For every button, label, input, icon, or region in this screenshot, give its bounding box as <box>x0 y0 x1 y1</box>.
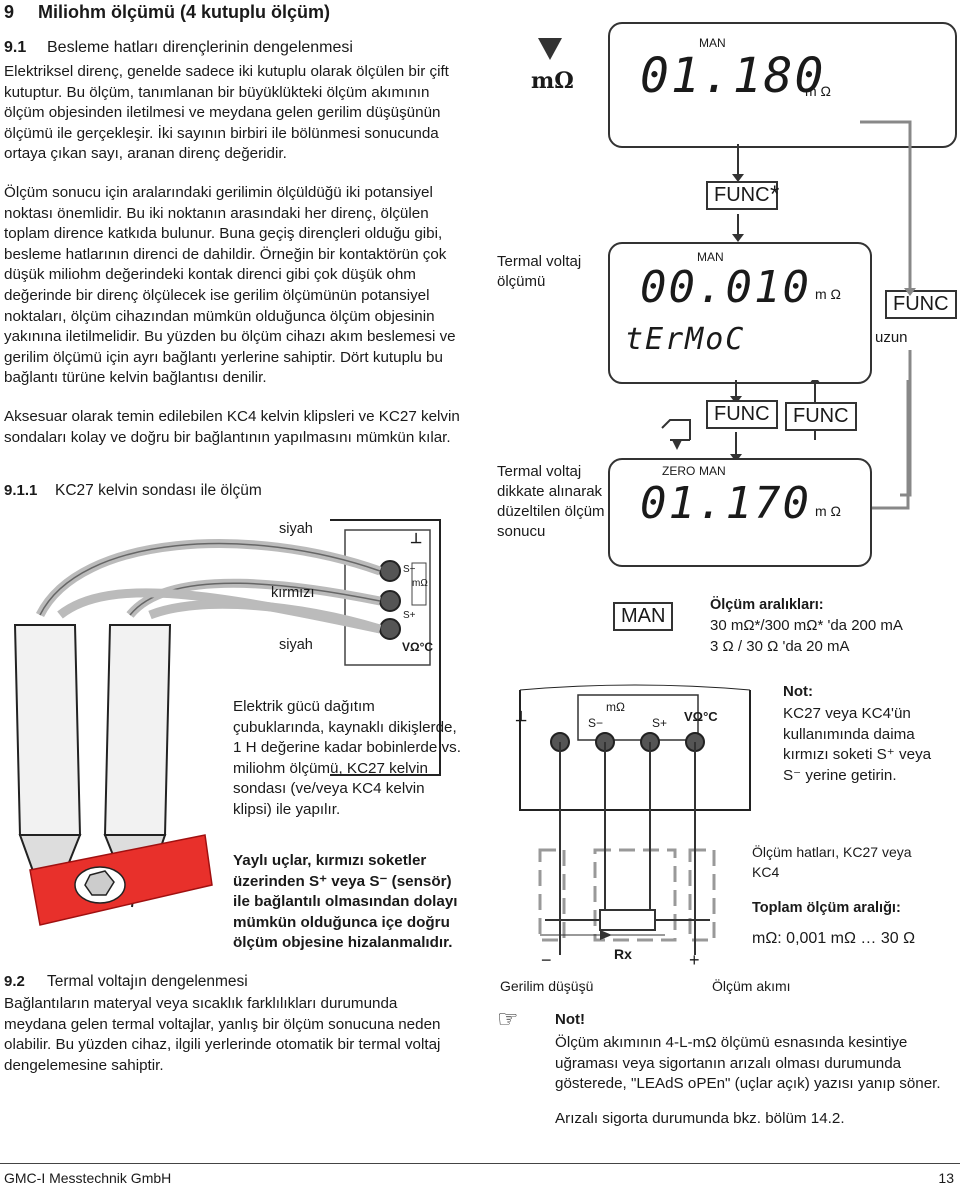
minus-label: − <box>541 950 552 970</box>
display-2 <box>608 242 872 384</box>
olcum-hatlari-label: Ölçüm hatları, KC27 veya KC4 <box>752 844 912 880</box>
section-9-1-number: 9.1 <box>4 39 27 56</box>
range-line-2: 3 Ω / 30 Ω 'da 20 mA <box>710 638 850 655</box>
chapter-title: Miliohm ölçümü (4 kutuplu ölçüm) <box>38 2 330 22</box>
plus-label: + <box>689 950 700 970</box>
section-9-2-paragraph: Bağlantıların materyal veya sıcaklık far… <box>4 995 441 1074</box>
socket-mohm-label: mΩ <box>412 578 428 589</box>
down-triangle-icon <box>538 38 562 60</box>
display-3-value: 01.170 <box>640 478 811 529</box>
section-9-1-1-title: KC27 kelvin sondası ile ölçüm <box>55 482 262 499</box>
circuit-diagram <box>519 684 751 955</box>
label-kirmizi: kırmızı <box>271 585 315 601</box>
label-termal-dikkate: Termal voltaj dikkate alınarak düzeltile… <box>497 463 605 540</box>
label-termal-olcumu: Termal voltaj ölçümü <box>497 253 582 290</box>
section-9-1-paragraph-1: Elektriksel direnç, genelde sadece iki k… <box>4 63 449 163</box>
rx-label: Rx <box>614 946 632 962</box>
section-9-1-1-number: 9.1.1 <box>4 482 38 499</box>
section-9-1-paragraph-2: Ölçüm sonucu için aralarındaki gerilimin… <box>4 184 456 387</box>
socket-s-minus-label: S− <box>403 564 416 575</box>
loop-arrow <box>860 120 916 497</box>
pulse-icon <box>661 419 691 450</box>
not-text: KC27 veya KC4'ün kullanımında daima kırm… <box>783 705 932 784</box>
section-9-2-title: Termal voltajın dengelenmesi <box>47 973 248 990</box>
display-1 <box>608 22 957 148</box>
section-9-1-paragraph-3: Aksesuar olarak temin edilebilen KC4 kel… <box>4 408 460 446</box>
socket-s-plus-label: S+ <box>403 610 416 621</box>
man-button[interactable]: MAN <box>613 602 674 631</box>
footer-company: GMC-I Messtechnik GmbH <box>4 1170 172 1186</box>
label-siyah-bottom: siyah <box>279 637 313 653</box>
range-line-1: 30 mΩ*/300 mΩ* 'da 200 mA <box>710 617 903 634</box>
text-yayli-uclar: Yaylı uçlar, kırmızı soketler üzerinden … <box>233 852 458 952</box>
circuit-s-plus-label: S+ <box>652 716 668 730</box>
circuit-s-minus-label: S− <box>588 716 604 730</box>
func-button-star[interactable]: FUNC <box>706 181 778 210</box>
gerilim-dususu-label: Gerilim düşüşü <box>500 978 594 994</box>
page-number: 13 <box>938 1170 954 1186</box>
circuit-mohm-label: mΩ <box>606 700 625 714</box>
socket-vohm-label: VΩ°C <box>402 640 434 654</box>
kc27-probe-illustration <box>13 519 441 926</box>
circuit-ground-label: ⊥ <box>515 708 528 724</box>
footer-rule <box>0 1163 960 1164</box>
toplam-range: mΩ: 0,001 mΩ … 30 Ω <box>752 930 916 947</box>
circuit-vohm-label: VΩ°C <box>684 709 718 724</box>
label-siyah-top: siyah <box>279 521 313 537</box>
display-2-value: 00.010 <box>640 262 811 313</box>
func-button-long[interactable]: FUNC <box>885 290 957 319</box>
display-3-mode: MAN <box>699 464 726 478</box>
display-1-mode: MAN <box>699 36 726 50</box>
pointing-hand-icon: ☞ <box>497 1006 519 1033</box>
func-button-right[interactable]: FUNC <box>785 402 857 431</box>
not2-text: Ölçüm akımının 4-L-mΩ ölçümü esnasında k… <box>555 1034 941 1093</box>
display-3 <box>608 458 872 567</box>
text-elektrik-gucu: Elektrik gücü dağıtım çubuklarında, kayn… <box>233 698 461 818</box>
display-1-value: 01.180 <box>640 48 826 104</box>
display-3-unit: m Ω <box>815 503 842 519</box>
olcum-araliklari-label: Ölçüm aralıkları: <box>710 597 824 613</box>
socket-ground-label: ⊥ <box>410 530 423 546</box>
arrow-down-2 <box>732 214 744 242</box>
section-9-1-title: Besleme hatları dirençlerinin dengelenme… <box>47 39 353 56</box>
func-button-left[interactable]: FUNC <box>706 400 778 429</box>
display-2-sub: tErMoC <box>625 322 746 357</box>
section-9-2-number: 9.2 <box>4 973 25 990</box>
display-3-zero: ZERO <box>662 464 696 478</box>
display-2-mode: MAN <box>697 250 724 264</box>
display-2-unit: m Ω <box>815 286 842 302</box>
olcum-akimi-label: Ölçüm akımı <box>712 978 791 994</box>
arrow-down-1 <box>732 144 744 182</box>
toplam-olcum-label: Toplam ölçüm aralığı: <box>752 900 901 916</box>
display-1-unit: m Ω <box>805 83 832 99</box>
label-uzun: uzun <box>875 329 908 346</box>
not2-title: Not! <box>555 1011 585 1028</box>
not2-text2: Arızalı sigorta durumunda bkz. bölüm 14.… <box>555 1110 845 1127</box>
not-title: Not: <box>783 683 813 700</box>
mohm-label: mΩ <box>531 68 574 94</box>
func-star-asterisk: * <box>770 181 780 208</box>
chapter-number: 9 <box>4 2 15 22</box>
